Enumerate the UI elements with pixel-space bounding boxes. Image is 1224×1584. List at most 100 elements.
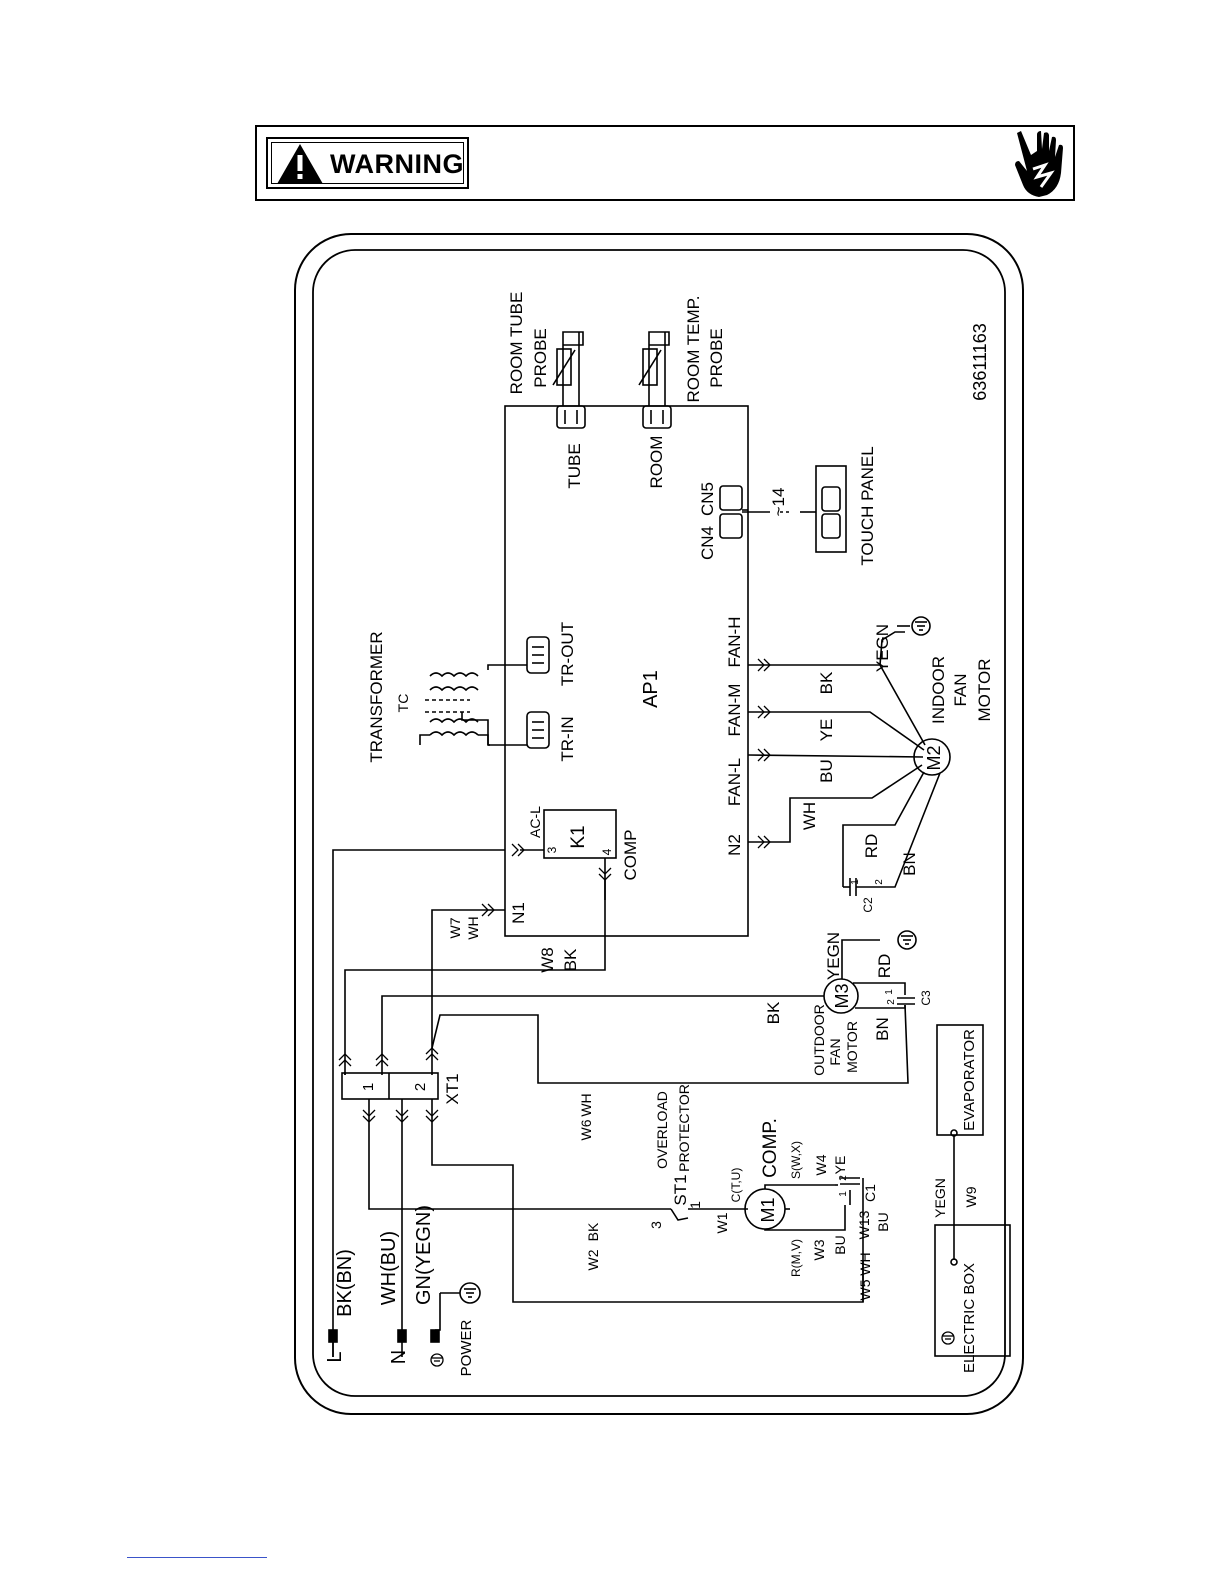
comp-s-label: S(W,X): [789, 1141, 803, 1179]
overload-pin-1: 1: [687, 1201, 703, 1209]
inner-frame: [312, 249, 1006, 1397]
room-probe-thermistor-icon: [638, 331, 670, 406]
w2-label: W2: [585, 1249, 601, 1270]
fan-h-label: FAN-H: [725, 617, 744, 668]
w6-label: W6: [578, 1119, 594, 1140]
m2-bn-label: BN: [900, 852, 919, 876]
outdoor-fan-label-1: OUTDOOR: [811, 1004, 827, 1076]
relay-comp-label: COMP: [621, 830, 640, 881]
c2-pin-1: 1: [850, 879, 861, 885]
warning-triangle-icon: [277, 144, 323, 184]
warning-banner: WARNING: [255, 125, 1075, 201]
c1-label: C1: [862, 1184, 878, 1202]
c1-pin-2: 2: [838, 1175, 849, 1181]
power-n-label: N: [388, 1350, 410, 1364]
c2-label: C2: [861, 897, 875, 913]
ac-l-label: AC-L: [527, 806, 543, 838]
touch-panel-label: TOUCH PANEL: [858, 446, 877, 565]
tube-pin-label: TUBE: [565, 443, 584, 488]
c1-pin-1: 1: [838, 1191, 849, 1197]
fan-l-label: FAN-L: [725, 758, 744, 806]
w9-color: YEGN: [932, 1178, 948, 1218]
w3-color: BU: [832, 1235, 848, 1254]
m2-yegn-label: YEGN: [873, 624, 892, 672]
w5-label: W5: [857, 1279, 873, 1300]
footer-rule: [127, 1557, 267, 1558]
w8-color: BK: [561, 948, 580, 971]
overload-label-1: OVERLOAD: [654, 1091, 670, 1169]
overload-label-2: PROTECTOR: [676, 1084, 692, 1172]
w4-label: W4: [813, 1154, 829, 1175]
power-label: POWER: [458, 1320, 475, 1377]
m2-ye-label: YE: [817, 719, 836, 742]
m3-bk-label: BK: [764, 1001, 783, 1024]
m2-rd-label: RD: [862, 834, 881, 859]
cn4-label: CN4: [698, 526, 717, 560]
w13-color: BU: [875, 1212, 891, 1231]
w8-label: W8: [538, 947, 557, 973]
outdoor-fan-label-3: MOTOR: [844, 1021, 860, 1073]
room-temp-probe-label-2: PROBE: [707, 328, 726, 388]
fan-m-label: FAN-M: [725, 684, 744, 737]
ground-icon: [459, 616, 931, 1304]
m2-wh-label: WH: [800, 802, 819, 830]
m2-ref: M2: [924, 745, 944, 770]
room-tube-probe-label-2: PROBE: [531, 328, 550, 388]
w2-color: BK: [585, 1222, 601, 1241]
tube-probe-connector: [556, 405, 586, 429]
m3-bn-label: BN: [873, 1017, 892, 1041]
w9-label: W9: [963, 1186, 979, 1207]
room-probe-connector: [642, 405, 672, 429]
relay-pin-4: 4: [600, 848, 614, 855]
indoor-fan-label-2: FAN: [951, 673, 970, 706]
indoor-fan-motor-m2: [913, 738, 951, 776]
power-wh-label: WH(BU): [378, 1231, 400, 1305]
comp-r-label: R(M,V): [789, 1239, 803, 1277]
w1-label: W1: [714, 1212, 730, 1233]
electric-box: [934, 1224, 1011, 1357]
m2-bu-label: BU: [817, 759, 836, 783]
c3-pin-1: 1: [884, 989, 895, 995]
transformer-tc: [419, 664, 527, 746]
n1-label: N1: [509, 902, 528, 924]
w7-color: WH: [465, 916, 481, 939]
touch-panel-cable-label: ~14: [769, 488, 788, 517]
electric-shock-hand-icon: [1015, 131, 1063, 197]
indoor-fan-label-3: MOTOR: [975, 659, 994, 722]
tr-in-connector: [526, 711, 550, 749]
electric-box-label: ELECTRIC BOX: [961, 1263, 978, 1373]
m3-rd-label: RD: [875, 954, 894, 979]
m3-yegn-label: YEGN: [824, 932, 843, 980]
board-name: AP1: [640, 670, 662, 708]
n2-label: N2: [725, 834, 744, 856]
transformer-label: TRANSFORMER: [367, 631, 386, 762]
tr-in-label: TR-IN: [558, 716, 577, 761]
w5-color: WH: [857, 1252, 873, 1275]
room-temp-probe-label: ROOM TEMP.: [684, 295, 703, 402]
compressor-ref: M1: [758, 1197, 778, 1222]
overload-ref: ST1: [671, 1174, 690, 1205]
m3-ref: M3: [832, 983, 852, 1008]
indoor-fan-label-1: INDOOR: [929, 656, 948, 724]
evaporator-label: EVAPORATOR: [961, 1029, 978, 1131]
touch-panel: [815, 465, 847, 553]
c3-label: C3: [919, 990, 933, 1006]
power-bk-label: BK(BN): [334, 1249, 356, 1317]
w6-color: WH: [578, 1093, 594, 1116]
xt1-pos-1: 1: [360, 1083, 377, 1091]
room-pin-label: ROOM: [647, 436, 666, 489]
relay-ref: K1: [568, 825, 589, 848]
warning-label: WARNING: [330, 149, 464, 179]
transformer-ref: TC: [395, 694, 411, 713]
cn5-label: CN5: [698, 482, 717, 516]
tr-out-connector: [526, 636, 550, 674]
xt1-ref: XT1: [443, 1073, 462, 1104]
w7-label: W7: [447, 917, 463, 938]
w4-color: YE: [832, 1156, 848, 1175]
room-tube-probe-label: ROOM TUBE: [507, 292, 526, 395]
relay-pin-3: 3: [545, 846, 559, 853]
c2-pin-2: 2: [874, 879, 885, 885]
power-gn-label: GN(YEGN): [413, 1205, 435, 1305]
xt1-pos-2: 2: [412, 1083, 429, 1091]
